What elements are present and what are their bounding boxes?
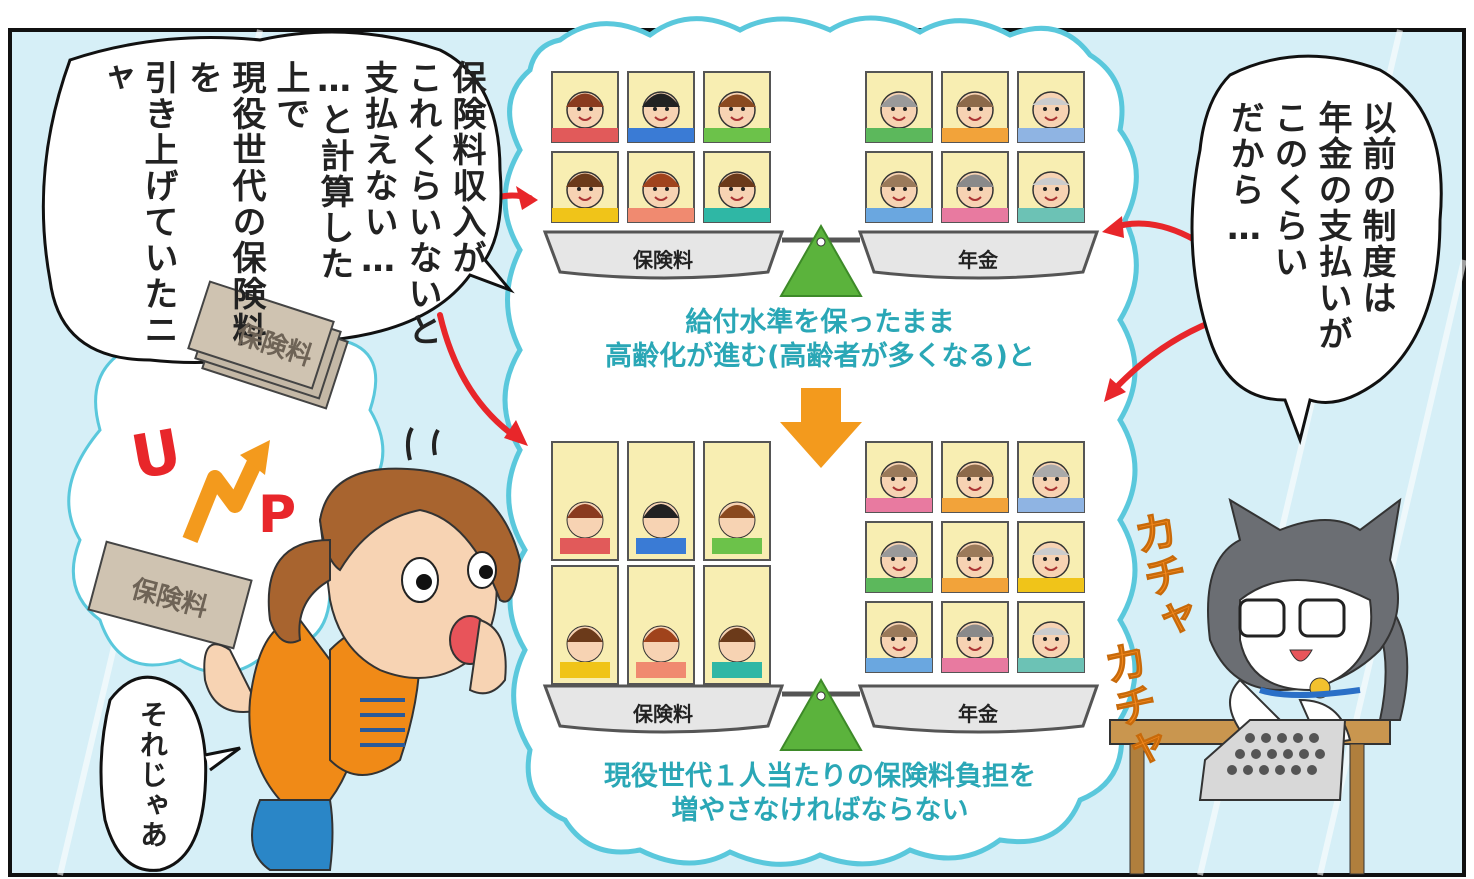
speech-bubble-icon xyxy=(41,30,515,364)
caption-bottom: 現役世代１人当たりの保険料負担を 増やさなければならない xyxy=(540,760,1100,828)
left-bubble-text: 保険料収入が これくらいないと 支払えない… …と計算した 上で 現役世代の保険… xyxy=(92,60,488,360)
caption-top: 給付水準を保ったまま 高齢化が進む(高齢者が多くなる)と xyxy=(560,306,1080,374)
elderly-people-bottom xyxy=(865,441,1085,673)
left-bubble-col-2: これくらいないと xyxy=(402,60,442,348)
left-bubble-col-7: 引き上げていたニャ xyxy=(94,60,178,348)
right-bubble-col-4: だから… xyxy=(1224,100,1264,250)
scale-label-pension-top: 年金 xyxy=(958,248,998,272)
woman-icon xyxy=(203,426,522,871)
left-bubble-col-6: 現役世代の保険料を xyxy=(182,60,266,348)
premium-papers-top xyxy=(187,280,349,410)
caption-bottom-line2: 増やさなければならない xyxy=(671,795,969,826)
down-arrow-icon xyxy=(780,388,862,468)
up-zigzag-arrow-icon xyxy=(182,440,270,543)
caption-top-line1: 給付水準を保ったまま xyxy=(685,307,955,338)
right-bubble-col-1: 以前の制度は xyxy=(1356,100,1396,316)
scale-label-premium-bottom: 保険料 xyxy=(633,702,693,726)
scale-label-pension-bottom: 年金 xyxy=(958,702,998,726)
fulcrum-bottom xyxy=(779,677,863,751)
elderly-people-top xyxy=(865,71,1085,223)
speech-bubble-right xyxy=(1190,54,1443,446)
bottom-bubble-text: それじゃあ xyxy=(136,700,169,850)
scale-bottom xyxy=(542,677,1100,751)
fulcrum-top xyxy=(779,223,863,297)
calculator-icon xyxy=(1198,719,1347,801)
young-people-bottom xyxy=(551,441,771,685)
left-bubble-col-5: 上で xyxy=(270,60,310,132)
speech-bubble-bottom xyxy=(99,675,208,872)
left-bubble-col-4: …と計算した xyxy=(314,60,354,282)
scale-top xyxy=(542,223,1100,297)
right-bubble-text: 以前の制度は 年金の支払いが このくらい だから… xyxy=(1222,100,1398,400)
caption-bottom-line1: 現役世代１人当たりの保険料負担を xyxy=(604,761,1036,792)
premium-paper-bottom xyxy=(87,540,253,650)
left-bubble-col-1: 保険料収入が xyxy=(446,60,486,276)
right-bubble-col-3: このくらい xyxy=(1268,100,1308,280)
left-bubble-col-3: 支払えない… xyxy=(358,60,398,282)
right-bubble-col-2: 年金の支払いが xyxy=(1312,100,1352,352)
young-people-top xyxy=(551,71,771,223)
caption-top-line2: 高齢化が進む(高齢者が多くなる)と xyxy=(605,341,1035,372)
up-letter-p: P xyxy=(258,485,297,545)
scale-label-premium-top: 保険料 xyxy=(633,248,693,272)
